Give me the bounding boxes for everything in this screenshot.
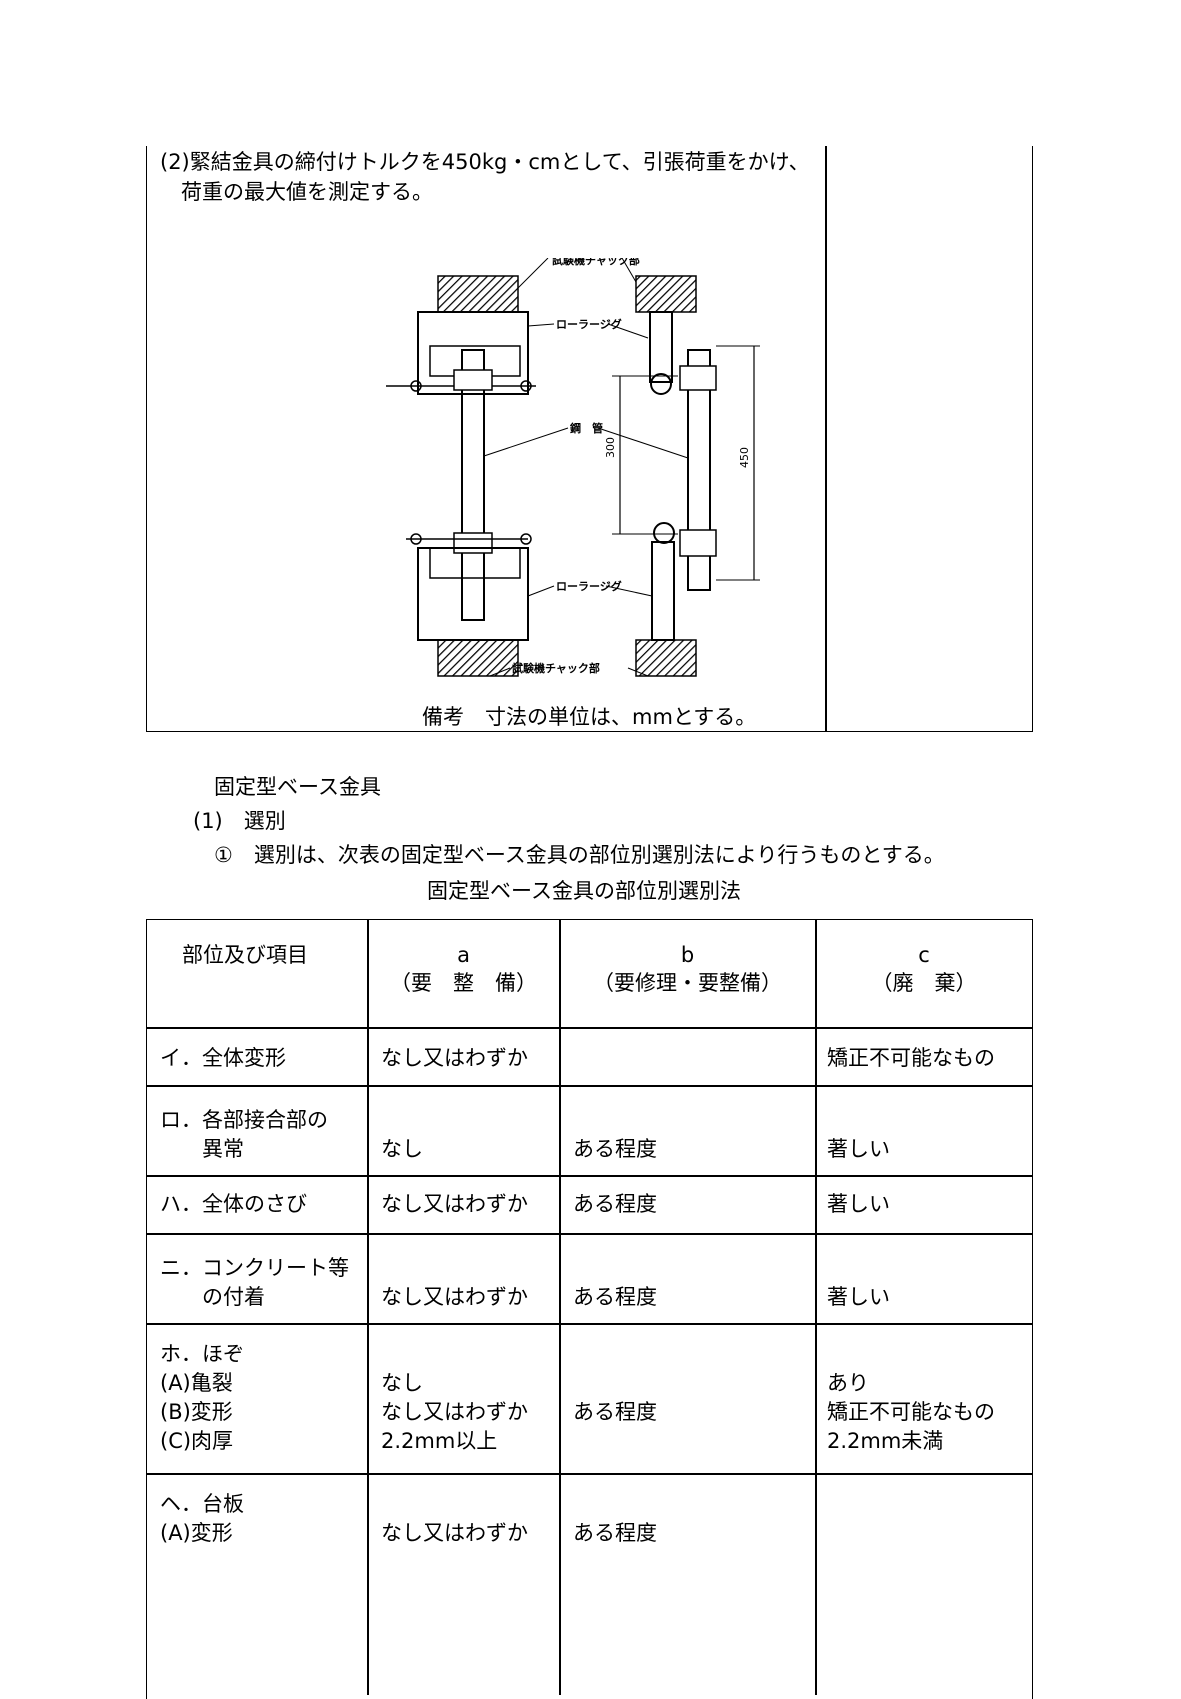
row-ho-item-1: ホ．ほぞ xyxy=(160,1342,244,1366)
table-title: 固定型ベース金具の部位別選別法 xyxy=(427,879,741,903)
header-c-code: c xyxy=(918,943,930,967)
row-ni-b: ある程度 xyxy=(573,1285,657,1309)
row-ha-b: ある程度 xyxy=(573,1192,657,1216)
row-ho-item-3: (B)変形 xyxy=(160,1400,233,1424)
row-ho-a-3: 2.2mm以上 xyxy=(381,1429,498,1453)
dim-inner-label: 300 xyxy=(604,437,617,458)
label-pipe: 鋼 管 xyxy=(569,421,603,435)
row-ho-a-1: なし xyxy=(381,1371,423,1395)
test-apparatus-figure: 300 450 試験機チャック部 ローラージグ 鋼 管 ローラージグ 試験機チャ… xyxy=(386,258,760,677)
steel-pipe-left xyxy=(461,349,485,621)
instruction-item: ① 選別は、次表の固定型ベース金具の部位別選別法により行うものとする。 xyxy=(214,843,945,867)
row-he-a: なし又はわずか xyxy=(381,1521,528,1545)
unit-note: 備考 寸法の単位は、mmとする。 xyxy=(422,705,757,729)
header-a-code: a xyxy=(457,943,470,967)
row-ni-item-1: ニ．コンクリート等 xyxy=(160,1256,349,1280)
row-ho-c-3: 2.2mm未満 xyxy=(827,1429,944,1453)
row-ha-item: ハ．全体のさび xyxy=(160,1192,307,1216)
row-ro-b: ある程度 xyxy=(573,1137,657,1161)
label-jig-top: ローラージグ xyxy=(556,317,622,331)
row-ro-item-1: ロ．各部接合部の xyxy=(160,1108,328,1132)
jig-frame-top-left xyxy=(417,311,529,395)
test-frame-divider xyxy=(825,146,827,732)
row-he-item-1: ヘ．台板 xyxy=(160,1492,244,1516)
row-ho-item-4: (C)肉厚 xyxy=(160,1429,234,1453)
row-ni-a: なし又はわずか xyxy=(381,1285,528,1309)
selection-table xyxy=(146,919,1033,1699)
row-ho-b: ある程度 xyxy=(573,1400,657,1424)
chuck-bottom-left xyxy=(437,639,519,677)
header-a-label: （要 整 備） xyxy=(390,971,537,995)
row-ho-a-2: なし又はわずか xyxy=(381,1400,528,1424)
test-frame xyxy=(146,146,1033,732)
row-i-item: イ．全体変形 xyxy=(160,1046,286,1070)
row-ho-c-1: あり xyxy=(827,1371,869,1395)
row-ro-c: 著しい xyxy=(827,1137,890,1161)
row-he-b: ある程度 xyxy=(573,1521,657,1545)
row-ni-c: 著しい xyxy=(827,1285,890,1309)
row-ho-item-2: (A)亀裂 xyxy=(160,1371,233,1395)
header-b-label: （要修理・要整備） xyxy=(593,971,782,995)
header-b-code: b xyxy=(680,943,695,967)
steel-pipe-right xyxy=(687,349,711,591)
jig-frame-bottom-left xyxy=(417,547,529,641)
row-i-c: 矯正不可能なもの xyxy=(827,1046,995,1070)
row-ro-item-2: 異常 xyxy=(160,1137,244,1161)
dim-outer-label: 450 xyxy=(738,447,751,468)
test-instruction-line1: (2)緊結金具の締付けトルクを450kg・cmとして、引張荷重をかけ、 xyxy=(160,150,810,174)
row-he-item-2: (A)変形 xyxy=(160,1521,233,1545)
header-c-label: （廃 棄） xyxy=(871,971,977,995)
label-chuck-bottom: 試験機チャック部 xyxy=(512,661,600,675)
label-jig-bottom: ローラージグ xyxy=(556,579,622,593)
row-ho-c-2: 矯正不可能なもの xyxy=(827,1400,995,1424)
row-ha-a: なし又はわずか xyxy=(381,1192,528,1216)
section-heading: 固定型ベース金具 xyxy=(214,775,381,799)
header-item: 部位及び項目 xyxy=(182,943,308,967)
chuck-top-left xyxy=(437,275,519,313)
subsection-heading: (1) 選別 xyxy=(193,809,286,833)
row-ro-a: なし xyxy=(381,1137,423,1161)
row-ha-c: 著しい xyxy=(827,1192,890,1216)
chuck-top-right xyxy=(635,275,697,313)
test-instruction-line2: 荷重の最大値を測定する。 xyxy=(181,180,433,204)
chuck-bottom-right xyxy=(635,639,697,677)
row-i-a: なし又はわずか xyxy=(381,1046,528,1070)
row-ni-item-2: の付着 xyxy=(160,1285,265,1309)
label-chuck-top: 試験機チャック部 xyxy=(552,258,640,267)
